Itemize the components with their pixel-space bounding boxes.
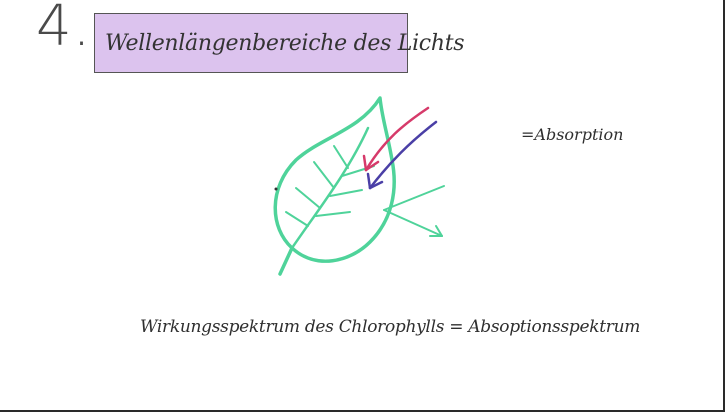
spectrum-statement: Wirkungsspektrum des Chlorophylls = Abso…	[140, 317, 640, 337]
absorption-label: =Absorption	[521, 125, 623, 144]
ink-dot	[275, 188, 278, 191]
red-light-arrow-icon	[364, 108, 428, 170]
blue-light-arrow-icon	[368, 122, 436, 188]
